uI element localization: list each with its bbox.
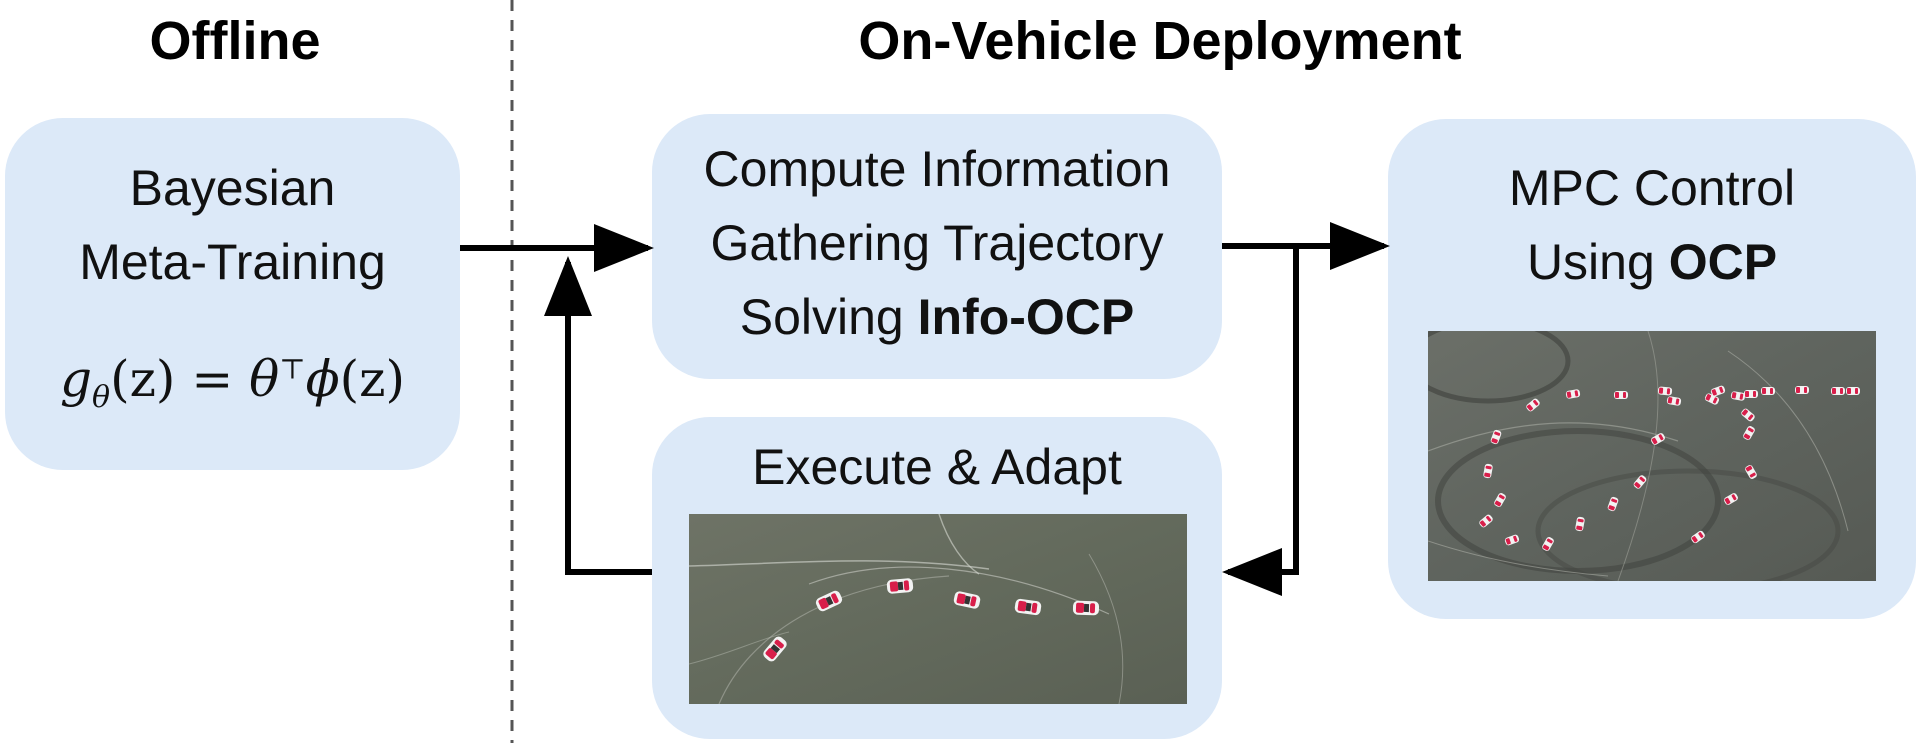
formula-g: g	[59, 350, 92, 408]
execute-adapt-title: Execute & Adapt	[752, 439, 1122, 495]
arrow-info-to-execute	[1222, 246, 1299, 596]
meta-training-box: Bayesian Meta-Training gθ(z) = θ⊤ϕ(z)	[5, 118, 460, 470]
meta-training-line2: Meta-Training	[79, 234, 386, 290]
meta-training-line1: Bayesian	[129, 160, 336, 216]
info-gathering-line2: Gathering Trajectory	[710, 215, 1164, 271]
ocp-label: OCP	[1668, 234, 1778, 290]
offline-header: Offline	[149, 11, 321, 71]
mpc-control-line1: MPC Control	[1508, 160, 1796, 216]
mpc-control-line2: Using OCP	[1388, 226, 1916, 299]
formula-equals: =	[175, 350, 250, 408]
info-gathering-line3: Solving Info-OCP	[652, 281, 1222, 354]
info-ocp-label: Info-OCP	[917, 289, 1135, 345]
info-gathering-box: Compute Information Gathering Trajectory…	[652, 114, 1222, 379]
mpc-control-line2-plain: Using	[1526, 234, 1669, 290]
execute-aerial-photo	[689, 514, 1187, 704]
model-formula: gθ(z) = θ⊤ϕ(z)	[5, 350, 460, 415]
info-gathering-line3-plain: Solving	[739, 289, 918, 345]
mpc-aerial-photo	[1428, 331, 1876, 581]
info-gathering-line1: Compute Information	[703, 141, 1171, 197]
formula-rhs-arg: (z)	[339, 350, 406, 408]
mpc-control-box: MPC Control Using OCP	[1388, 119, 1916, 619]
arrow-execute-loop-back	[544, 256, 652, 575]
formula-phi: ϕ	[305, 350, 340, 408]
on-vehicle-deployment-header: On-Vehicle Deployment	[858, 11, 1462, 71]
formula-lhs-arg: (z)	[110, 350, 176, 408]
formula-theta: θ	[249, 350, 280, 408]
execute-adapt-box: Execute & Adapt	[652, 417, 1222, 739]
formula-g-subscript: θ	[92, 380, 111, 415]
formula-transpose: ⊤	[279, 352, 306, 386]
